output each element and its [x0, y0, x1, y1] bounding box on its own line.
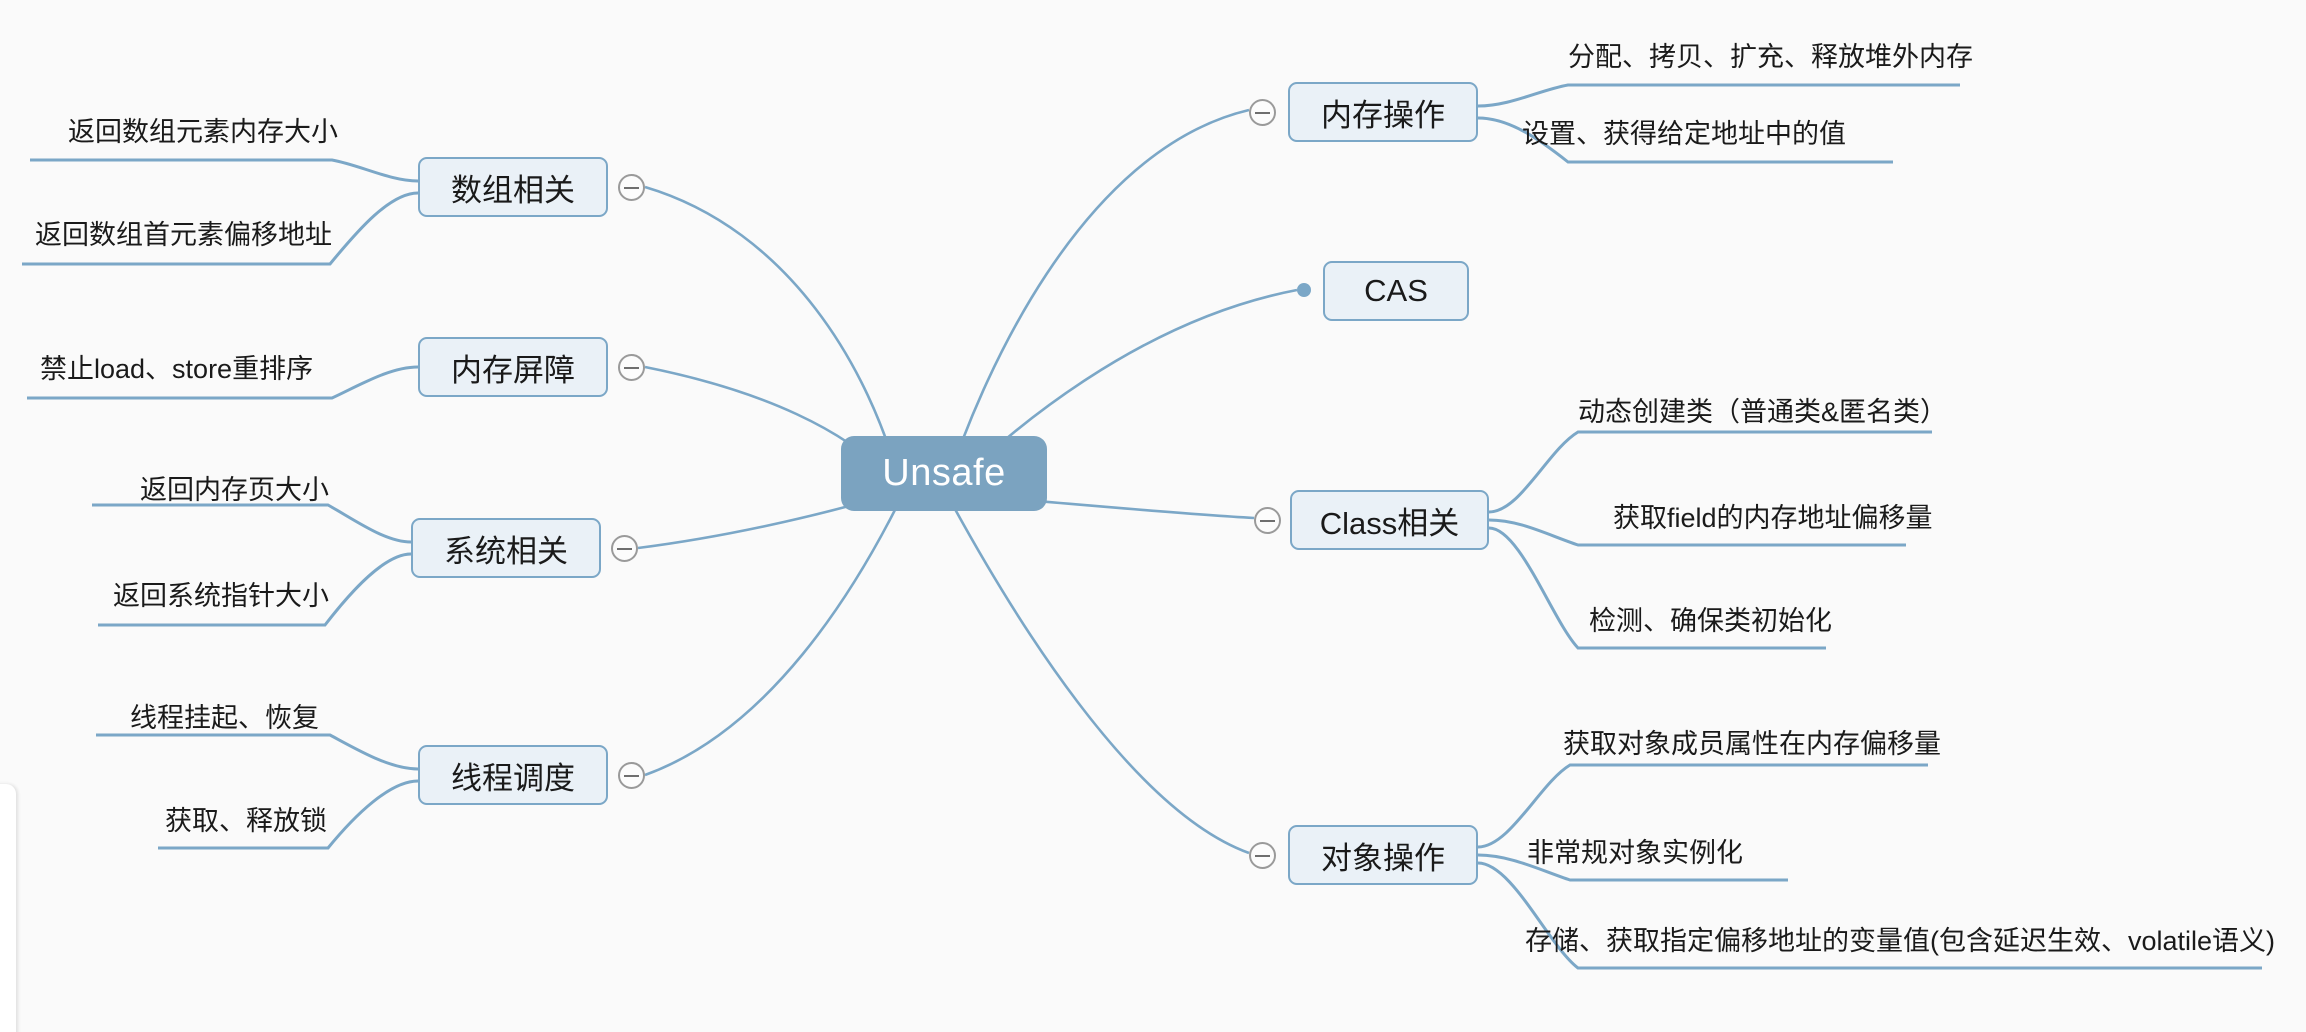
leaf-label: 动态创建类（普通类&匿名类） — [1578, 397, 1948, 427]
leaf-array-related-1[interactable]: 返回数组首元素偏移地址 — [35, 222, 332, 249]
toggle-array-related[interactable] — [618, 174, 645, 201]
link-array-related-child-1 — [22, 191, 419, 266]
branch-label-memory-operation: 内存操作 — [1321, 97, 1445, 133]
branch-node-array-related[interactable]: 数组相关 — [418, 157, 608, 217]
branch-node-object-operation[interactable]: 对象操作 — [1288, 825, 1478, 885]
link-object-operation-child-1 — [1477, 853, 1788, 882]
link-object-operation-child-0 — [1477, 763, 1928, 849]
branch-node-thread-scheduling[interactable]: 线程调度 — [418, 745, 608, 805]
toggle-system-related[interactable] — [611, 535, 638, 562]
leaf-label: 分配、拷贝、扩充、释放堆外内存 — [1568, 42, 1973, 72]
leaf-array-related-0[interactable]: 返回数组元素内存大小 — [68, 119, 338, 146]
root-node-unsafe[interactable]: Unsafe — [841, 436, 1047, 511]
branch-label-object-operation: 对象操作 — [1321, 840, 1445, 876]
leaf-memory-operation-0[interactable]: 分配、拷贝、扩充、释放堆外内存 — [1568, 44, 1973, 71]
leaf-memory-barrier-0[interactable]: 禁止load、store重排序 — [40, 356, 313, 383]
branch-label-memory-barrier: 内存屏障 — [451, 352, 575, 388]
leaf-system-related-0[interactable]: 返回内存页大小 — [140, 477, 329, 504]
leaf-label: 检测、确保类初始化 — [1589, 606, 1832, 636]
leaf-label: 获取对象成员属性在内存偏移量 — [1563, 729, 1941, 759]
root-node-label: Unsafe — [882, 452, 1006, 494]
toggle-memory-operation[interactable] — [1249, 99, 1276, 126]
leaf-class-related-0[interactable]: 动态创建类（普通类&匿名类） — [1578, 399, 1947, 426]
link-class-related-child-2 — [1488, 526, 1826, 650]
branch-node-system-related[interactable]: 系统相关 — [411, 518, 601, 578]
toggle-thread-scheduling[interactable] — [618, 762, 645, 789]
branch-node-class-related[interactable]: Class相关 — [1290, 490, 1489, 550]
branch-label-thread-scheduling: 线程调度 — [451, 760, 575, 796]
branch-label-array-related: 数组相关 — [451, 172, 575, 208]
link-memory-operation-child-1 — [1477, 116, 1893, 164]
leaf-label: 返回数组首元素偏移地址 — [35, 220, 332, 250]
link-root-thread-scheduling — [644, 499, 902, 777]
link-memory-barrier-child-0 — [27, 365, 419, 400]
link-system-related-child-0 — [92, 503, 412, 544]
leaf-memory-operation-1[interactable]: 设置、获得给定地址中的值 — [1522, 121, 1846, 148]
leaf-label: 线程挂起、恢复 — [130, 703, 319, 733]
leaf-thread-scheduling-0[interactable]: 线程挂起、恢复 — [130, 705, 319, 732]
leaf-object-operation-2[interactable]: 存储、获取指定偏移地址的变量值(包含延迟生效、volatile语义) — [1525, 928, 2275, 955]
leaf-label: 存储、获取指定偏移地址的变量值(包含延迟生效、volatile语义) — [1525, 926, 2276, 956]
leaf-thread-scheduling-1[interactable]: 获取、释放锁 — [165, 808, 327, 835]
leaf-label: 返回数组元素内存大小 — [68, 117, 338, 147]
leaf-label: 返回内存页大小 — [140, 475, 329, 505]
branch-label-system-related: 系统相关 — [444, 533, 568, 569]
leaf-label: 获取field的内存地址偏移量 — [1613, 503, 1933, 533]
link-thread-scheduling-child-1 — [158, 779, 419, 850]
leaf-label: 返回系统指针大小 — [113, 581, 329, 611]
leaf-dot-cas[interactable] — [1297, 283, 1311, 297]
leaf-class-related-2[interactable]: 检测、确保类初始化 — [1589, 608, 1832, 635]
leaf-label: 设置、获得给定地址中的值 — [1522, 119, 1846, 149]
link-object-operation-child-2 — [1477, 861, 2262, 970]
branch-label-class-related: Class相关 — [1319, 505, 1460, 541]
leaf-object-operation-1[interactable]: 非常规对象实例化 — [1527, 840, 1743, 867]
leaf-label: 禁止load、store重排序 — [40, 354, 314, 384]
link-array-related-child-0 — [30, 158, 419, 183]
leaf-system-related-1[interactable]: 返回系统指针大小 — [113, 583, 329, 610]
leaf-label: 非常规对象实例化 — [1527, 838, 1743, 868]
link-class-related-child-0 — [1488, 430, 1932, 514]
branch-node-cas[interactable]: CAS — [1323, 261, 1469, 321]
toggle-class-related[interactable] — [1254, 507, 1281, 534]
leaf-object-operation-0[interactable]: 获取对象成员属性在内存偏移量 — [1563, 731, 1941, 758]
branch-label-cas: CAS — [1364, 273, 1428, 308]
link-thread-scheduling-child-0 — [96, 733, 419, 771]
toggle-memory-barrier[interactable] — [618, 354, 645, 381]
branch-node-memory-operation[interactable]: 内存操作 — [1288, 82, 1478, 142]
link-class-related-child-1 — [1488, 518, 1906, 547]
link-root-object-operation — [948, 499, 1250, 855]
branch-node-memory-barrier[interactable]: 内存屏障 — [418, 337, 608, 397]
link-root-memory-operation — [943, 108, 1250, 491]
link-memory-operation-child-0 — [1477, 83, 1960, 108]
link-system-related-child-1 — [98, 552, 412, 627]
leaf-label: 获取、释放锁 — [165, 806, 327, 836]
toggle-object-operation[interactable] — [1249, 842, 1276, 869]
leaf-class-related-1[interactable]: 获取field的内存地址偏移量 — [1613, 505, 1933, 532]
